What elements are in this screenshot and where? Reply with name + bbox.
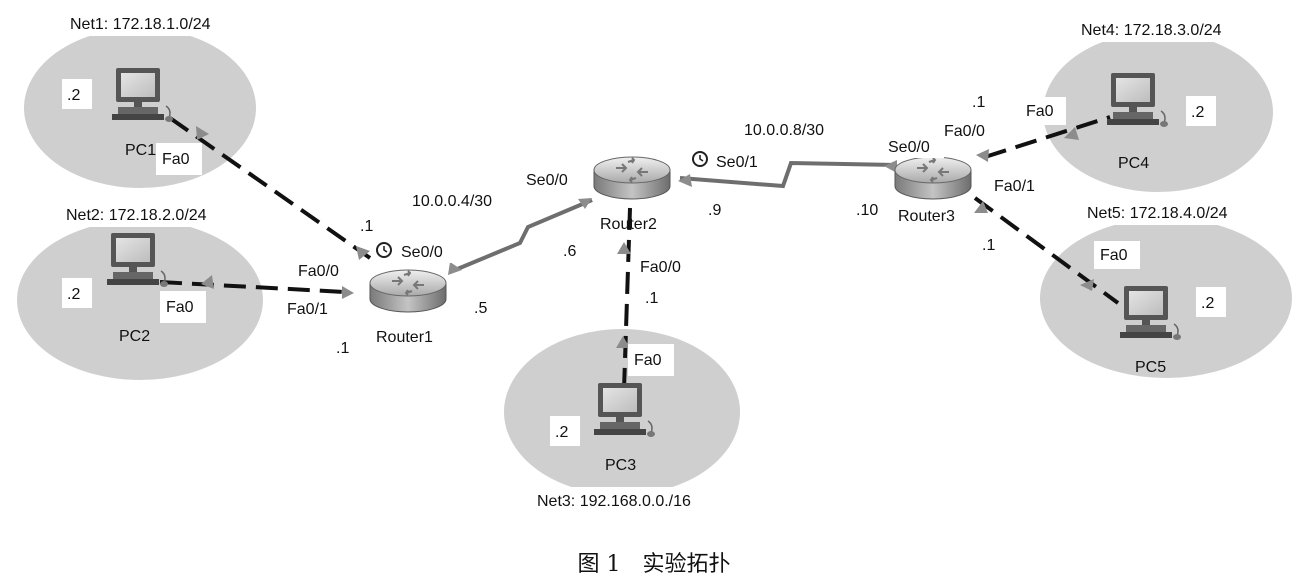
link-router3-pc4 [984,115,1111,159]
r1-fa01-label: Fa0/1 [287,301,328,318]
link-router3-pc5 [973,196,1120,305]
router2-name: Router2 [600,216,657,233]
router1-name: Router1 [376,329,433,346]
r2-se00-host: .6 [563,243,576,260]
r1-fa00-host: .1 [360,218,373,235]
pc4-host-label: .2 [1191,104,1204,121]
r2-se00-label: Se0/0 [526,172,568,189]
pc5-host-label: .2 [1201,295,1214,312]
port-marker-pc5 [1080,279,1094,291]
port-marker-r2-se00 [578,198,592,209]
pc4-name: PC4 [1118,155,1149,172]
port-marker-r2-se01 [678,174,692,187]
router1-icon [369,269,447,313]
r1-fa00-label: Fa0/0 [298,263,339,280]
pc2-port-label: Fa0 [166,299,194,316]
port-marker-r1-fa00 [356,246,370,260]
clock-icon [376,242,392,258]
pc2-name: PC2 [119,328,150,345]
net1-label: Net1: 172.18.1.0/24 [70,16,211,33]
pc3-port-label: Fa0 [634,352,662,369]
r1-se00-label: Se0/0 [401,244,443,261]
pc1-host-label: .2 [67,87,80,104]
port-marker-r1-fa01 [342,286,354,299]
link-pc1-router1 [168,116,372,260]
net4-label: Net4: 172.18.3.0/24 [1081,22,1222,39]
serial-subnet-labels: 10.0.0.4/30 10.0.0.8/30 [404,116,842,213]
r3-fa01-host: .1 [982,237,995,254]
link-router1-router2-serial [454,198,593,272]
r3-se00-label: Se0/0 [888,139,930,156]
network-labels: Net1: 172.18.1.0/24 Net2: 172.18.2.0/24 … [58,10,1266,513]
net5-label: Net5: 172.18.4.0/24 [1087,205,1228,222]
r3-fa00-host: .1 [972,94,985,111]
router2-interface-labels: Se0/0 Se0/1 .9 .6 Fa0/0 .1 [520,149,770,313]
network-clouds [17,28,1292,495]
router3-icon [894,156,972,200]
pc2-host-label: .2 [67,286,80,303]
port-marker-r1-se00 [448,262,462,275]
pc-host-addresses: .2 .2 .2 .2 .2 [62,79,1226,446]
r2-se01-host: .9 [708,202,721,219]
port-marker-pc4 [1064,127,1079,140]
pc5-name: PC5 [1135,359,1166,376]
serial-r2-r3-label: 10.0.0.8/30 [744,122,824,139]
r3-fa00-label: Fa0/0 [944,123,985,140]
router3-interface-labels: .1 Fa0/0 Se0/0 .10 Fa0/1 .1 [850,88,1046,260]
port-markers [196,126,1094,348]
port-marker-r2-fa00 [617,242,631,254]
figure-caption: 图 1 实验拓扑 [578,552,731,577]
router1-interface-labels: .1 Se0/0 Fa0/0 Fa0/1 .1 .5 [281,211,496,363]
port-marker-pc3 [616,336,630,348]
pc4-port-label: Fa0 [1026,103,1054,120]
r1-fa01-host: .1 [336,340,349,357]
router2-icon [593,156,671,200]
port-marker-r3-fa01 [974,201,988,213]
pc-port-labels: Fa0 Fa0 Fa0 Fa0 Fa0 [156,97,1140,376]
port-marker-pc1 [196,126,209,140]
r3-se00-host: .10 [856,202,878,219]
serial-r1-r2-label: 10.0.0.4/30 [412,193,492,210]
pc3-name: PC3 [605,457,636,474]
pc5-port-label: Fa0 [1100,247,1128,264]
pc3-host-label: .2 [555,424,568,441]
r2-fa00-label: Fa0/0 [640,259,681,276]
link-router2-router3-serial [679,160,896,189]
net2-cloud [17,220,263,380]
port-marker-r3-fa00 [976,149,989,162]
links [159,115,1120,391]
r2-fa00-host: .1 [645,290,658,307]
net2-label: Net2: 172.18.2.0/24 [66,207,207,224]
pc1-port-label: Fa0 [162,151,190,168]
r3-fa01-label: Fa0/1 [994,178,1035,195]
router3-name: Router3 [898,208,955,225]
r1-se00-host: .5 [474,300,487,317]
r2-se01-label: Se0/1 [716,154,758,171]
port-marker-r3-se00 [884,160,897,173]
net4-cloud [1043,32,1273,192]
net3-label: Net3: 192.168.0.0./16 [537,493,691,510]
port-marker-pc2 [201,275,214,289]
pc1-name: PC1 [125,142,156,159]
clock-icon [692,151,708,167]
device-names: Router1 Router2 Router3 PC1 PC2 PC3 PC4 … [119,142,1166,474]
